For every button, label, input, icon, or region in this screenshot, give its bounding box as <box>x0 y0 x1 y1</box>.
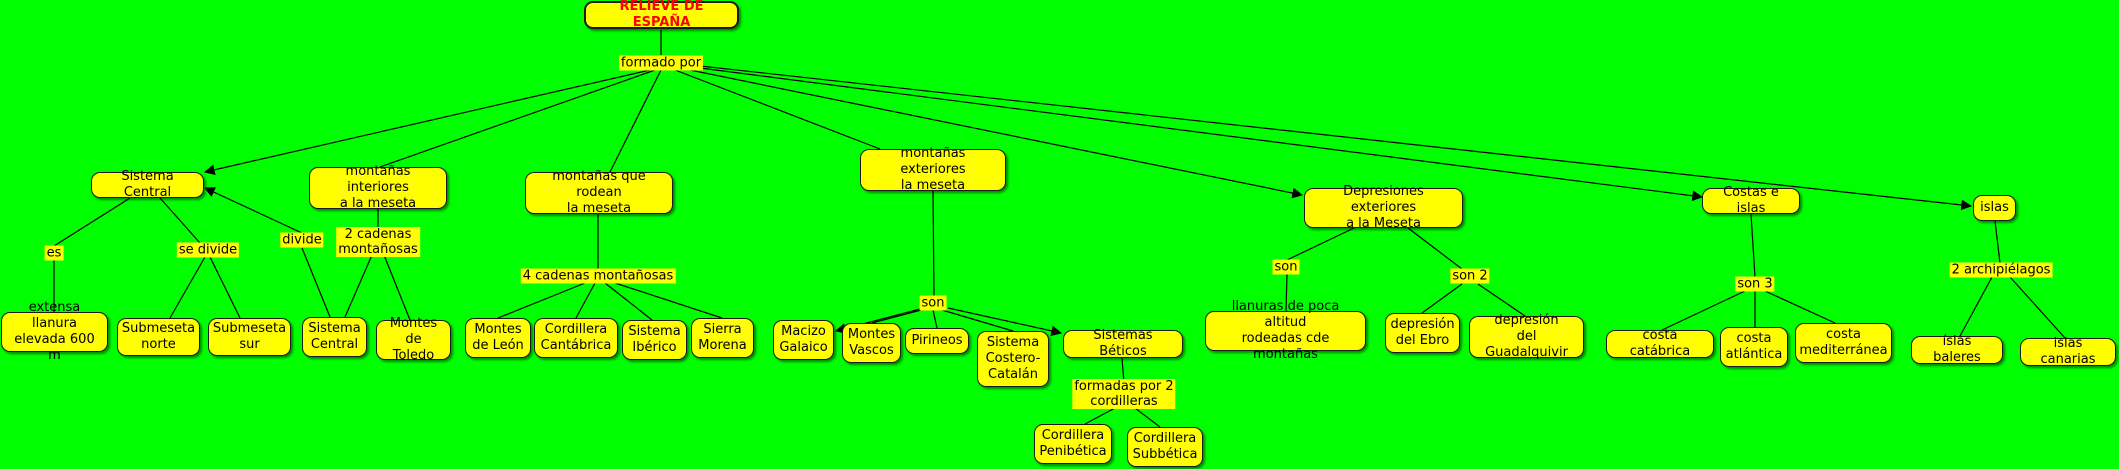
node-montanas-exteriores: montañas exteriores la meseta <box>860 146 1006 193</box>
node-sierra-morena: Sierra Morena <box>691 318 754 358</box>
connector-line <box>497 282 586 319</box>
phrase-son-depresiones: son <box>1272 259 1300 275</box>
node-islas-canarias: islas canarias <box>2020 336 2116 367</box>
node-montes-leon: Montes de León <box>465 318 531 358</box>
phrase-dos-cadenas: 2 cadenas montañosas <box>336 227 420 257</box>
connector-line <box>699 67 1704 202</box>
connector-line <box>1994 220 2001 264</box>
node-depresion-ebro: depresión del Ebro <box>1385 313 1460 353</box>
connector-line <box>383 254 411 321</box>
node-costa-atlantica: costa atlántica <box>1720 327 1788 367</box>
connector-line <box>159 197 201 244</box>
connector-line <box>1407 227 1463 270</box>
connector-line <box>674 69 881 150</box>
connector-line <box>575 282 596 319</box>
connector-line <box>1959 276 1993 337</box>
connector-line <box>699 65 1973 211</box>
node-submeseta-norte: Submeseta norte <box>117 318 200 356</box>
node-macizo-galaico: Macizo Galaico <box>773 320 834 360</box>
connector-line <box>301 247 331 318</box>
connector-line <box>1286 227 1355 261</box>
connector-line <box>1421 283 1463 314</box>
connector-line <box>169 256 206 319</box>
node-cordillera-penibetica: Cordillera Penibética <box>1034 424 1112 464</box>
node-islas-baleres: íslas baleres <box>1911 334 2003 365</box>
phrase-son-3: son 3 <box>1735 276 1775 292</box>
node-montes-vascos: Montes Vascos <box>842 323 901 363</box>
connector-line <box>1477 283 1526 317</box>
connector-line <box>379 69 656 168</box>
connector-line <box>604 282 653 321</box>
node-depresion-guadalquivir: depresión del Guadalquivir <box>1469 313 1584 360</box>
node-costa-mediterranea: costa mediterránea <box>1795 323 1892 363</box>
node-islas: islas <box>1973 195 2016 221</box>
node-costa-catabrica: costa catábrica <box>1606 328 1714 359</box>
node-depresiones: Depresiones exteriores a la Meseta <box>1304 184 1463 231</box>
phrase-cuatro-cadenas: 4 cadenas montañosas <box>520 268 676 284</box>
phrase-dos-archipielagos: 2 archipiélagos <box>1949 262 2053 278</box>
node-llanuras: llanuras de poca altitud rodeadas cde mo… <box>1205 299 1366 362</box>
connector-line <box>689 69 1304 199</box>
node-sistema-iberico: Sistema Ibérico <box>622 320 687 360</box>
connector-line <box>1764 290 1836 324</box>
phrase-son-2: son 2 <box>1450 268 1490 284</box>
connector-line <box>203 69 651 176</box>
node-costas-islas: Costas e islas <box>1702 185 1800 216</box>
phrase-es: es <box>44 245 64 261</box>
node-pirineos: Pirineos <box>905 328 969 354</box>
phrase-formadas-por: formadas por 2 cordilleras <box>1072 379 1176 409</box>
connector-line <box>1661 290 1746 331</box>
phrase-se-divide: se divide <box>176 242 240 258</box>
connector-line <box>932 309 938 329</box>
connector-line <box>941 309 1014 332</box>
node-sistema-central-2: Sistema Central <box>302 317 367 357</box>
connector-line <box>209 256 241 319</box>
phrase-divide: divide <box>280 232 324 248</box>
connector-line <box>1285 273 1288 312</box>
connector-line <box>947 307 1063 337</box>
connector-line <box>609 69 662 173</box>
connector-line <box>1134 407 1161 428</box>
connector-line <box>53 197 131 247</box>
node-cordillera-subbetica: Cordillera Subbética <box>1127 427 1203 467</box>
connector-line <box>932 190 935 298</box>
connector-line <box>2009 276 2066 339</box>
node-cordillera-cantabrica: Cordillera Cantábrica <box>534 318 618 358</box>
connector-line <box>1084 407 1116 425</box>
node-submeseta-sur: Submeseta sur <box>208 318 291 356</box>
connector-line <box>204 187 303 234</box>
connector-line <box>1121 357 1125 384</box>
phrase-formado-por: formado por <box>618 55 704 71</box>
connector-line <box>871 308 926 324</box>
node-montanas-rodean: montañas que rodean la meseta <box>525 169 673 216</box>
node-montanas-interiores: montañas interiores a la meseta <box>309 164 447 211</box>
connector-line <box>1750 213 1756 278</box>
root-node-relieve: RELIEVE DE ESPAÑA <box>584 0 739 30</box>
node-montes-toledo: Montes de Toledo <box>376 316 451 363</box>
connector-line <box>614 282 723 319</box>
connector-line <box>344 254 373 318</box>
node-sistema-costero: Sistema Costero- Catalán <box>977 331 1049 387</box>
node-extensa-llanura: extensa llanura elevada 600 m <box>1 300 108 363</box>
node-sistema-central: Sistema Central <box>91 169 204 200</box>
node-sistemas-beticos: Sistemas Béticos <box>1063 328 1183 359</box>
phrase-son: son <box>919 295 947 311</box>
